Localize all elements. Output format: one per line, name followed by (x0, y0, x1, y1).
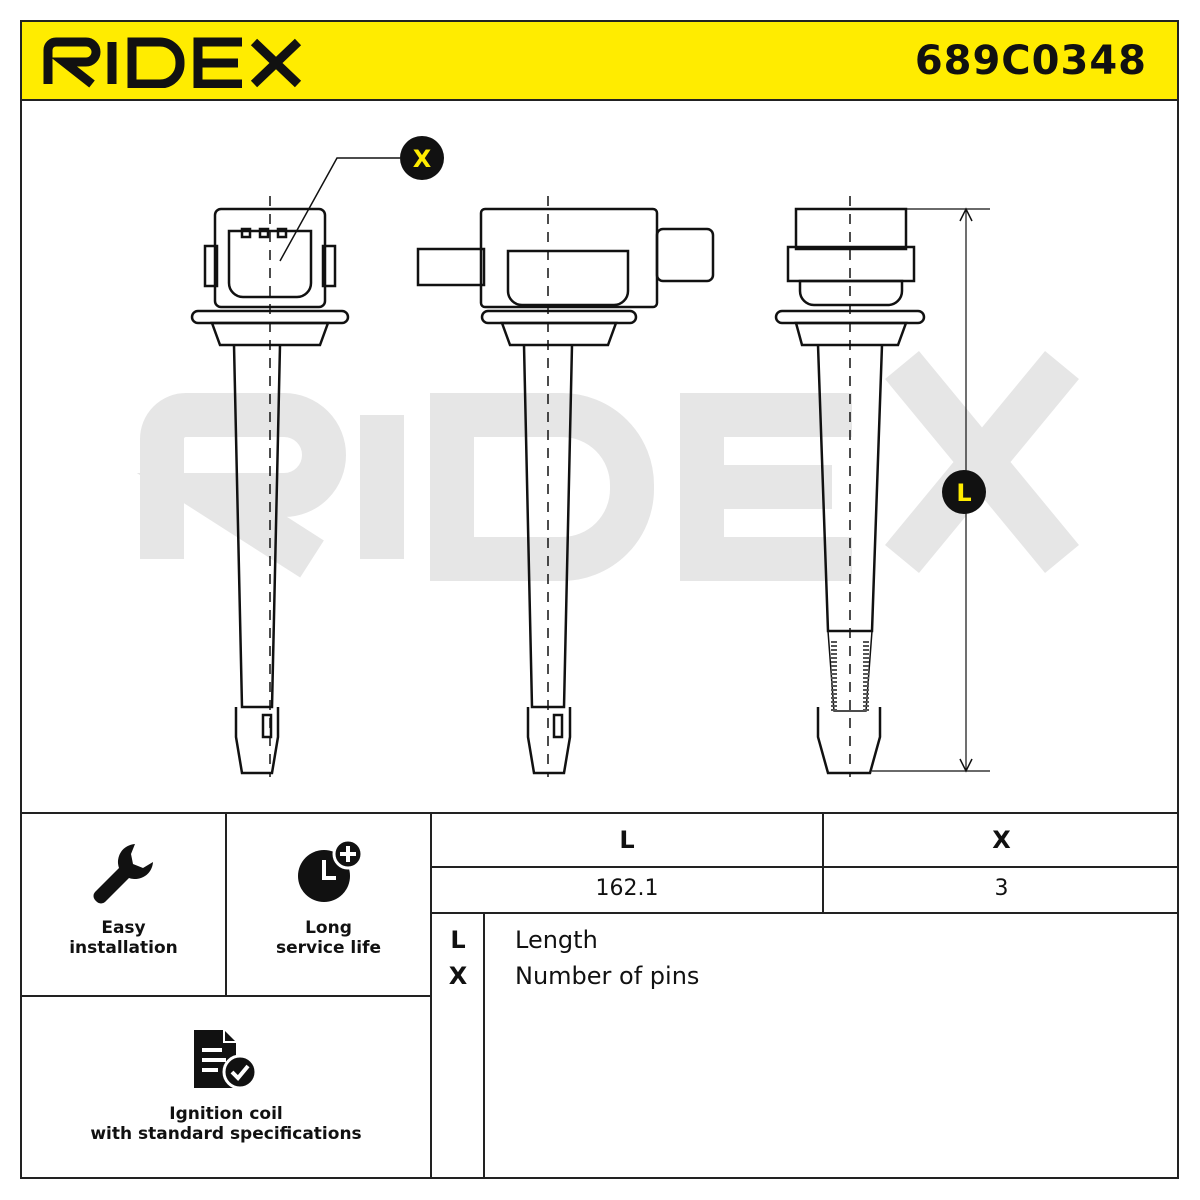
wrench-icon (92, 844, 153, 904)
divider (225, 812, 227, 996)
part-number: 689C0348 (914, 38, 1147, 84)
legend-key-x: X (448, 962, 468, 990)
feature-long-service-life: Long service life (227, 838, 430, 958)
divider (20, 812, 1179, 814)
clock-plus-icon (297, 838, 363, 902)
divider (430, 812, 432, 1179)
spec-header-l: L (619, 826, 635, 854)
feature-standard-specifications: Ignition coil with standard specificatio… (22, 1026, 430, 1144)
legend-text-x: Number of pins (515, 962, 700, 990)
legend-text-l: Length (515, 926, 598, 954)
divider (483, 912, 485, 1179)
callout-l-label: L (956, 479, 971, 507)
feature-easy-installation: Easy installation (22, 838, 225, 958)
spec-value-l: 162.1 (595, 876, 659, 901)
divider (822, 812, 824, 913)
document-check-icon (194, 1030, 258, 1090)
spec-header-x: X (992, 826, 1011, 854)
header-bar: 689C0348 (20, 20, 1179, 101)
legend-key-l: L (450, 926, 466, 954)
spec-value-x: 3 (994, 876, 1009, 901)
technical-drawing: X L (136, 136, 1079, 777)
ridex-logo (43, 37, 302, 88)
divider (430, 866, 1179, 868)
divider (430, 912, 1179, 914)
coil-front-view (190, 207, 350, 775)
callout-x-label: X (413, 145, 432, 173)
watermark-logo (136, 351, 1079, 581)
divider (20, 995, 431, 997)
